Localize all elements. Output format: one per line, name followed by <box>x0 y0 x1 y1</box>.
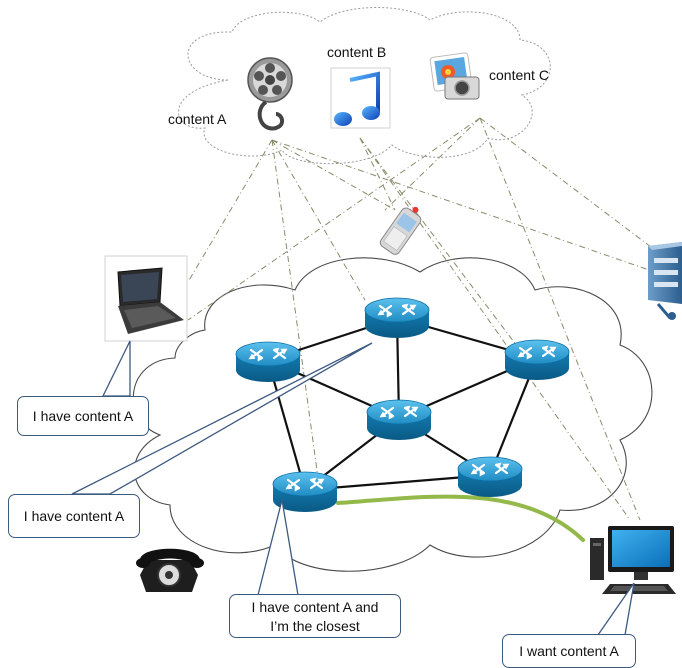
desktop-computer-icon <box>590 526 676 594</box>
content-links <box>187 117 656 521</box>
content-c-label: content C <box>489 67 549 83</box>
router-icon <box>234 340 302 384</box>
closest-path <box>336 494 585 542</box>
closest-router-callout-line2: I’m the closest <box>270 618 360 634</box>
router-icon <box>365 398 433 442</box>
laptop-callout-text: I have content A <box>32 408 134 424</box>
desktop-callout-text: I want content A <box>519 643 619 659</box>
content-a-label: content A <box>168 111 227 127</box>
laptop-icon <box>104 255 188 342</box>
photo-camera-icon <box>429 52 480 100</box>
router-top-callout-text: I have content A <box>23 508 125 524</box>
closest-router-callout: I have content A and I’m the closest <box>229 594 401 638</box>
closest-router-callout-line1: I have content A and <box>251 599 379 615</box>
content-b-label: content B <box>327 44 386 60</box>
laptop-callout: I have content A <box>17 396 149 436</box>
desktop-callout: I want content A <box>502 634 636 668</box>
router-icon <box>363 296 431 340</box>
server-icon <box>648 242 682 320</box>
router-icon <box>456 455 524 499</box>
music-note-icon <box>330 67 391 129</box>
router-top-callout: I have content A <box>8 494 140 538</box>
mobile-phone-icon <box>379 206 422 255</box>
router-icon <box>503 338 571 382</box>
telephone-icon <box>136 548 204 592</box>
film-reel-icon <box>247 57 293 131</box>
callout-pointers <box>71 340 635 636</box>
